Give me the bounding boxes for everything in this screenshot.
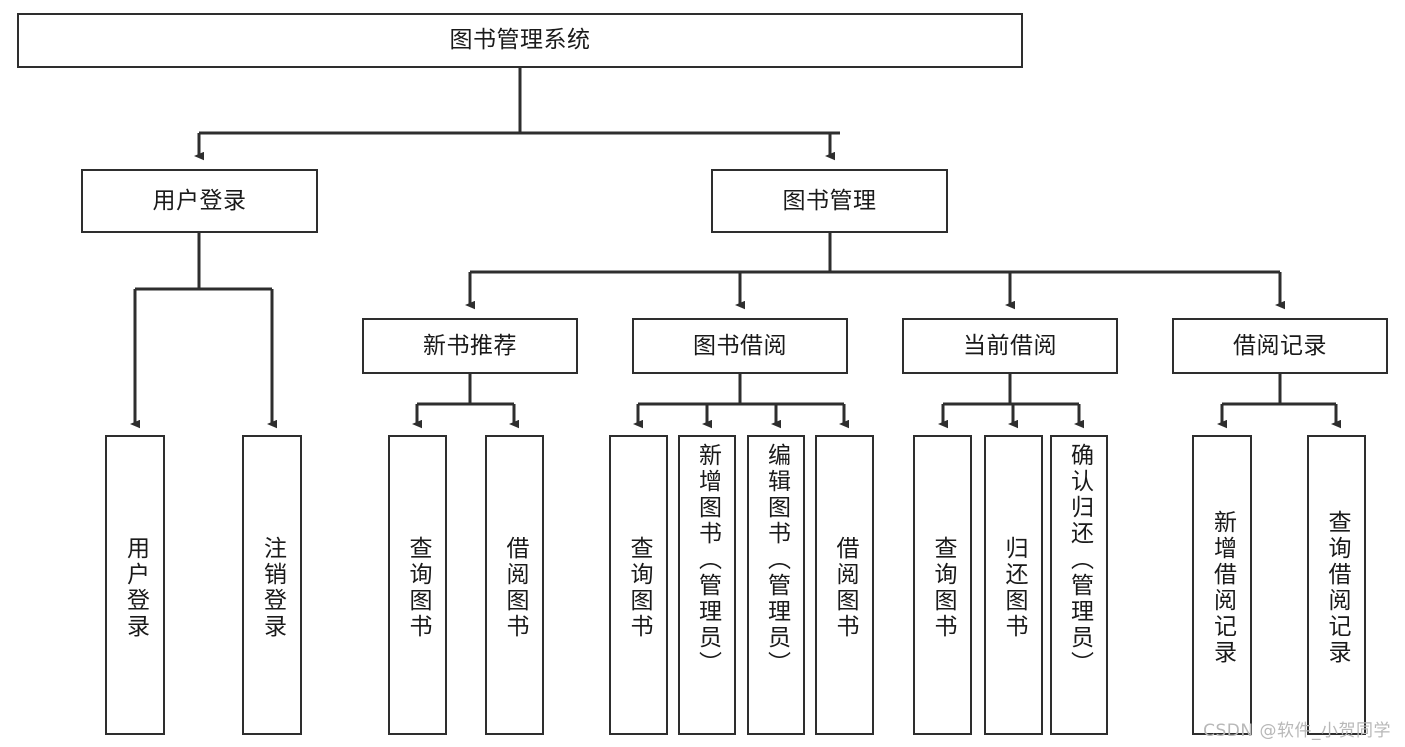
node-leaf-return-book-label: 归还图书: [1001, 536, 1027, 640]
node-leaf-borrow-book-2[interactable]: 借阅图书: [815, 435, 874, 735]
node-root-label: 图书管理系统: [449, 27, 591, 54]
node-book-management[interactable]: 图书管理: [711, 169, 948, 233]
node-leaf-query-record-label: 查询借阅记录: [1324, 510, 1350, 666]
node-leaf-query-book-1[interactable]: 查询图书: [388, 435, 447, 735]
node-leaf-confirm-return-label: 确认归还（管理员）: [1066, 443, 1093, 677]
node-leaf-query-book-3[interactable]: 查询图书: [913, 435, 972, 735]
node-leaf-logout-login[interactable]: 注销登录: [242, 435, 302, 735]
node-leaf-return-book[interactable]: 归还图书: [984, 435, 1043, 735]
node-borrow-record[interactable]: 借阅记录: [1172, 318, 1388, 374]
node-leaf-add-record[interactable]: 新增借阅记录: [1192, 435, 1252, 735]
node-new-book-recommend-label: 新书推荐: [423, 332, 517, 359]
node-leaf-edit-book-label: 编辑图书（管理员）: [763, 443, 790, 677]
node-leaf-borrow-book-1-label: 借阅图书: [502, 536, 528, 640]
node-leaf-user-login-label: 用户登录: [122, 536, 149, 640]
node-new-book-recommend[interactable]: 新书推荐: [362, 318, 578, 374]
node-leaf-query-book-2[interactable]: 查询图书: [609, 435, 668, 735]
node-leaf-query-record[interactable]: 查询借阅记录: [1307, 435, 1366, 735]
node-leaf-add-record-label: 新增借阅记录: [1209, 510, 1236, 666]
node-book-borrow[interactable]: 图书借阅: [632, 318, 848, 374]
node-user-login-label: 用户登录: [152, 187, 247, 214]
node-leaf-query-book-3-label: 查询图书: [930, 536, 956, 640]
node-leaf-edit-book[interactable]: 编辑图书（管理员）: [747, 435, 805, 735]
node-current-borrow[interactable]: 当前借阅: [902, 318, 1118, 374]
node-borrow-record-label: 借阅记录: [1233, 332, 1327, 359]
node-book-management-label: 图书管理: [782, 187, 877, 214]
node-leaf-confirm-return[interactable]: 确认归还（管理员）: [1050, 435, 1108, 735]
node-leaf-query-book-1-label: 查询图书: [405, 536, 431, 640]
node-leaf-add-book-label: 新增图书（管理员）: [694, 443, 721, 677]
node-leaf-logout-login-label: 注销登录: [259, 536, 286, 640]
node-root[interactable]: 图书管理系统: [17, 13, 1023, 68]
node-leaf-add-book[interactable]: 新增图书（管理员）: [678, 435, 736, 735]
node-user-login[interactable]: 用户登录: [81, 169, 318, 233]
node-current-borrow-label: 当前借阅: [963, 332, 1057, 359]
node-book-borrow-label: 图书借阅: [693, 332, 787, 359]
node-leaf-borrow-book-2-label: 借阅图书: [832, 536, 858, 640]
node-leaf-borrow-book-1[interactable]: 借阅图书: [485, 435, 544, 735]
node-leaf-query-book-2-label: 查询图书: [626, 536, 652, 640]
node-leaf-user-login[interactable]: 用户登录: [105, 435, 165, 735]
